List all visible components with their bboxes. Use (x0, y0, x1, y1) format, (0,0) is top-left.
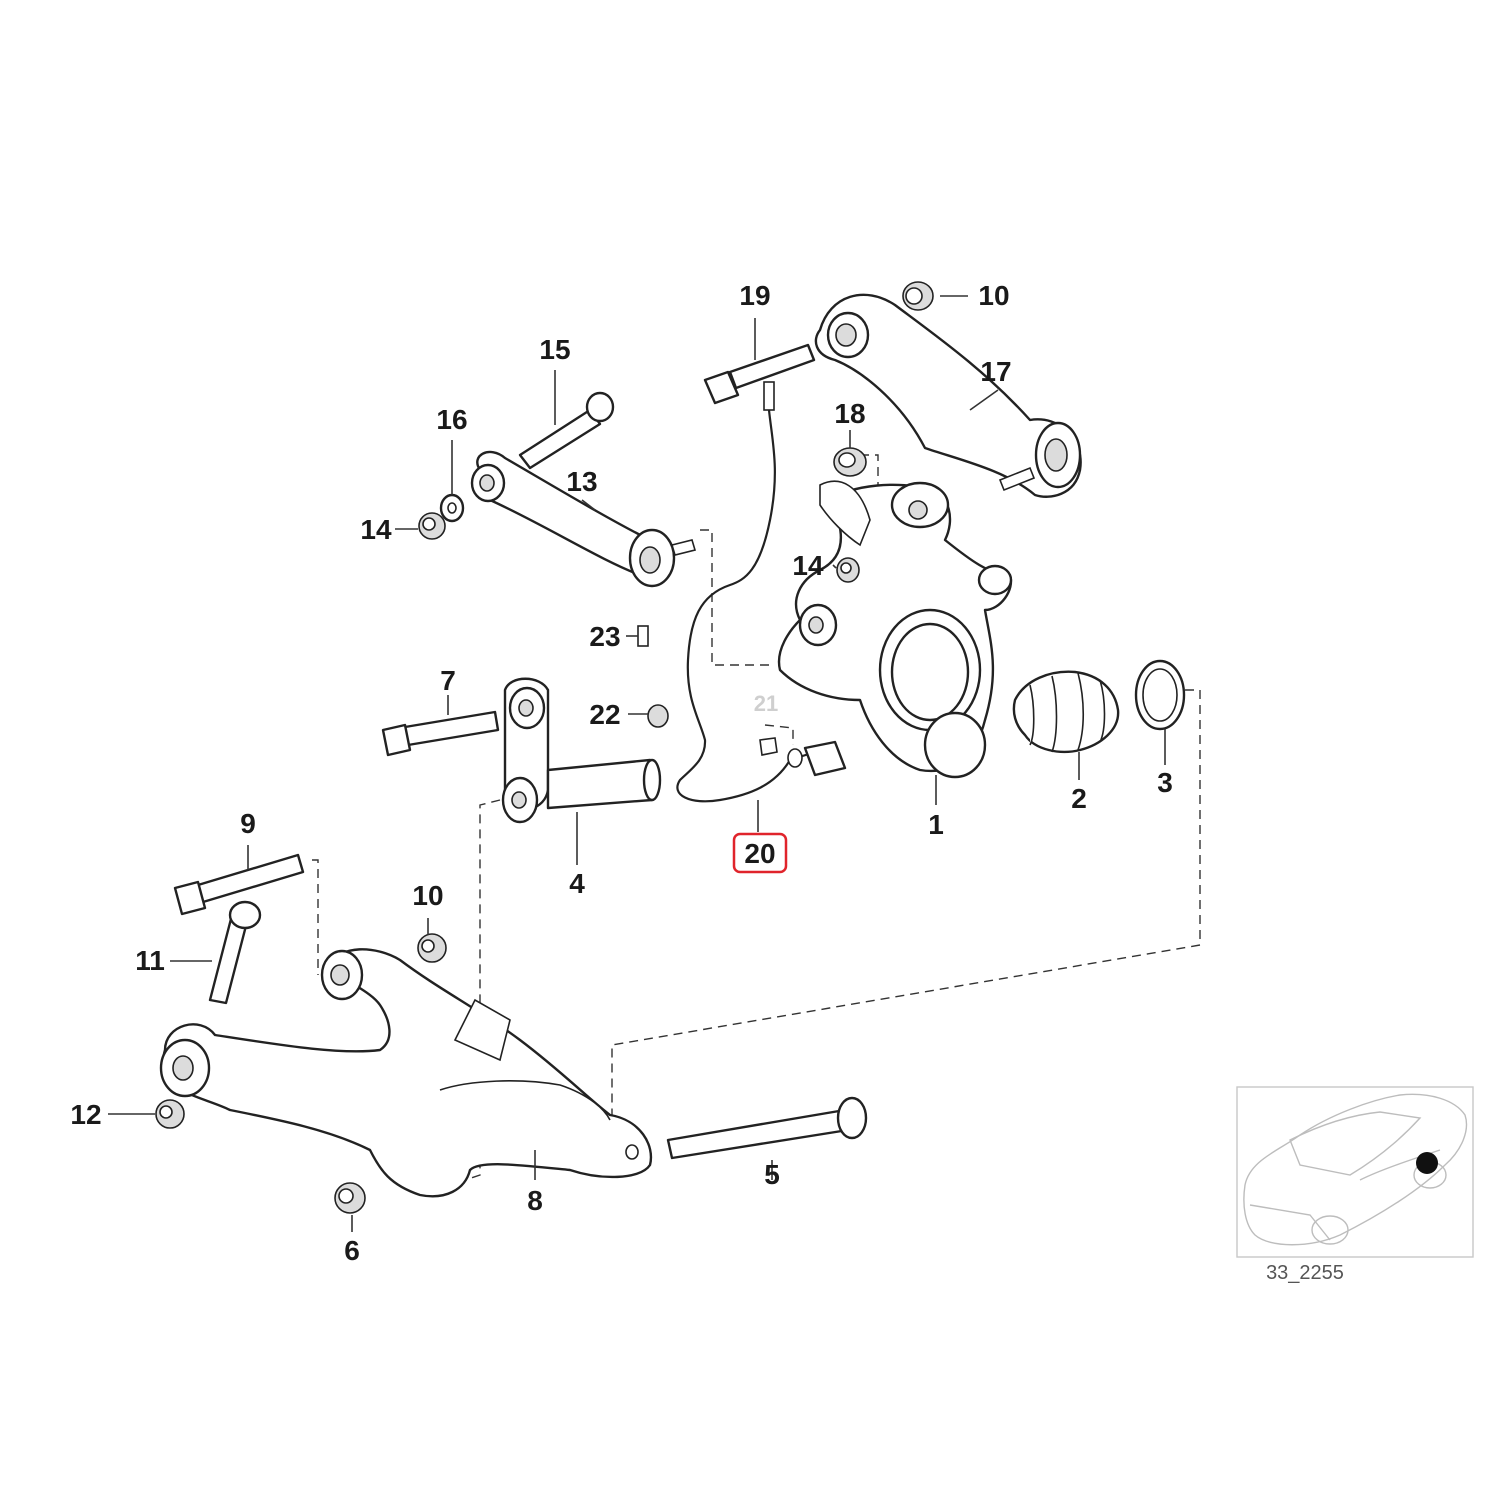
location-marker-dot (1416, 1152, 1438, 1174)
bolt-5 (666, 1096, 868, 1160)
callout-1: 1 (928, 809, 944, 840)
nut-6 (334, 1182, 366, 1214)
callout-2: 2 (1071, 783, 1087, 814)
callout-18: 18 (834, 398, 865, 429)
callout-21: 21 (754, 691, 778, 716)
callout-15: 15 (539, 334, 570, 365)
nut-12 (155, 1099, 185, 1129)
callout-19: 19 (739, 280, 770, 311)
plug-22 (647, 704, 669, 728)
bolt-15 (518, 391, 615, 470)
clip-23 (637, 625, 649, 647)
callout-3: 3 (1157, 767, 1173, 798)
bolt-11 (208, 900, 262, 1005)
callout-22: 22 (589, 699, 620, 730)
bolt-9 (173, 853, 305, 916)
callout-14-right: 14 (792, 550, 824, 581)
bolt-19 (703, 343, 816, 405)
callout-10-lower: 10 (412, 880, 443, 911)
callout-7: 7 (440, 665, 456, 696)
snap-ring (1134, 659, 1186, 731)
callout-labels: 1 2 3 4 5 6 7 8 9 10 10 11 12 13 14 14 1… (70, 280, 1172, 1266)
callout-6: 6 (344, 1235, 360, 1266)
screw-21 (759, 737, 778, 756)
callout-11: 11 (135, 945, 165, 976)
callout-4: 4 (569, 868, 585, 899)
callout-8: 8 (527, 1185, 543, 1216)
washer-16 (439, 493, 465, 523)
protective-boot (1012, 670, 1120, 754)
diagram-reference-code: 33_2255 (1266, 1262, 1344, 1284)
nut-14-right (836, 557, 860, 583)
link-4 (501, 677, 662, 824)
nut-10-lower (417, 933, 447, 963)
leader-lines (108, 295, 1166, 1232)
callout-17: 17 (980, 356, 1011, 387)
lower-control-arm (159, 948, 653, 1198)
callout-12: 12 (70, 1099, 101, 1130)
rubber-bush-top (902, 281, 934, 311)
upper-control-arm (814, 293, 1082, 498)
callout-16: 16 (436, 404, 467, 435)
nut-14-left (418, 512, 446, 540)
wheel-speed-sensor-cable (676, 381, 847, 803)
callout-20-highlight-box (732, 832, 788, 874)
callout-9: 9 (240, 808, 256, 839)
bolt-7 (381, 710, 500, 757)
callout-23: 23 (589, 621, 620, 652)
bush-18 (833, 447, 867, 477)
callout-14-left: 14 (360, 514, 392, 545)
trailing-link-13 (470, 450, 697, 588)
callout-13: 13 (566, 466, 597, 497)
callout-10-upper: 10 (978, 280, 1009, 311)
wheel-carrier (777, 480, 1013, 779)
callout-5: 5 (764, 1159, 780, 1190)
callout-20: 20 (744, 838, 775, 869)
vehicle-location-thumbnail (1236, 1086, 1474, 1258)
